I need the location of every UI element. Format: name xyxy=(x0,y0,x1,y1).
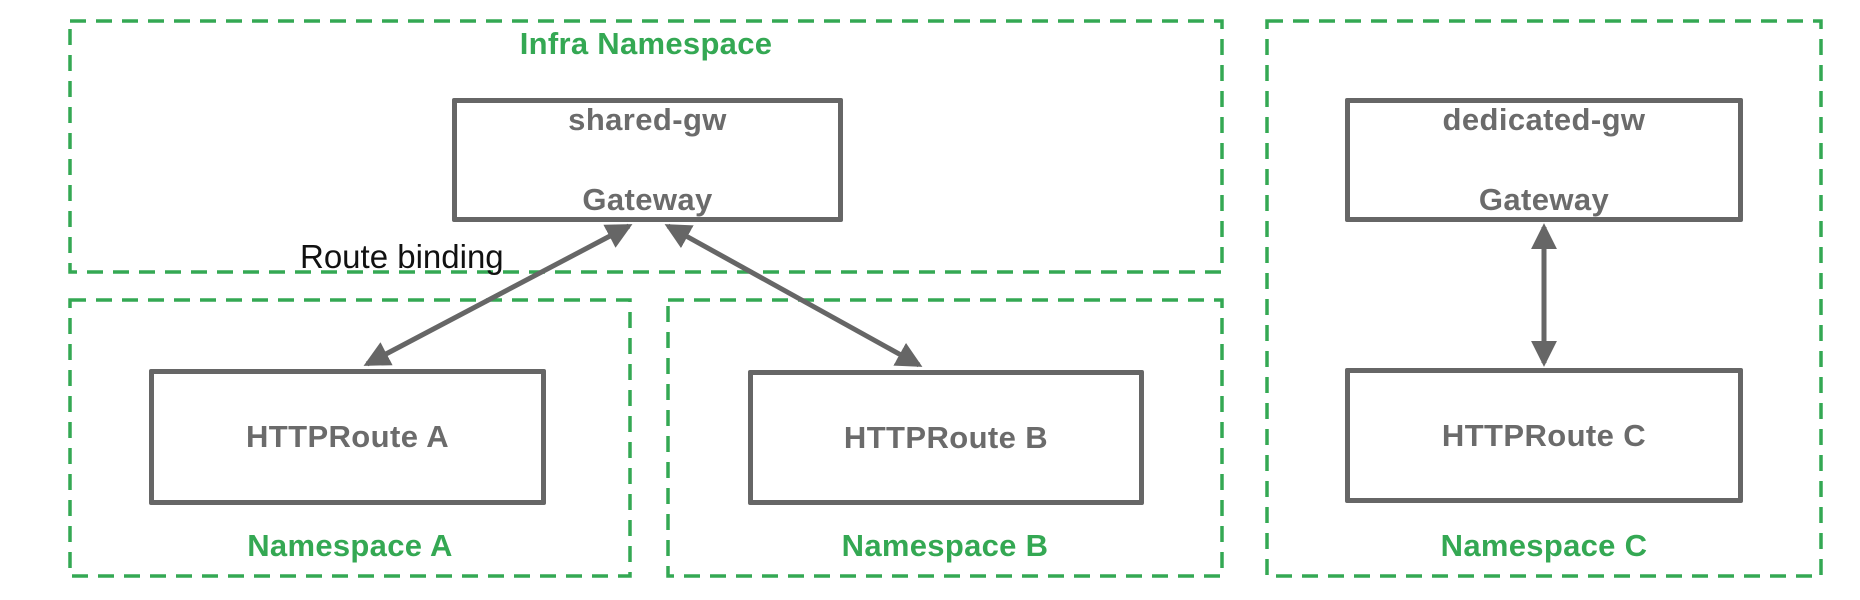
node-httproute-c: HTTPRoute C xyxy=(1345,368,1743,503)
namespace-a-border xyxy=(68,298,632,578)
edge-shared-gw-to-httproute-b xyxy=(664,223,923,368)
node-httproute-b: HTTPRoute B xyxy=(748,370,1144,505)
node-dedicated-gw-gateway-label: dedicated-gw Gateway xyxy=(1443,60,1646,260)
namespace-b-title: Namespace B xyxy=(841,528,1049,563)
edge-shared-gw-to-httproute-a xyxy=(363,223,633,367)
node-dedicated-gw-gateway: dedicated-gw Gateway xyxy=(1345,98,1743,222)
namespace-c-title: Namespace C xyxy=(1440,528,1648,563)
node-shared-gw-gateway-label: shared-gw Gateway xyxy=(568,60,727,260)
node-httproute-c-label: HTTPRoute C xyxy=(1441,417,1647,453)
node-shared-gw-gateway: shared-gw Gateway xyxy=(452,98,843,222)
namespace-a-title: Namespace A xyxy=(247,528,453,563)
node-dedicated-gw-line2: Gateway xyxy=(1478,182,1610,217)
node-httproute-b-label: HTTPRoute B xyxy=(843,419,1049,455)
namespace-c-border xyxy=(1265,19,1823,578)
namespace-infra-border xyxy=(68,19,1224,274)
node-shared-gw-line1: shared-gw xyxy=(568,102,727,137)
route-binding-label: Route binding xyxy=(300,238,504,275)
node-dedicated-gw-line1: dedicated-gw xyxy=(1442,102,1646,137)
namespace-infra-title: Infra Namespace xyxy=(519,26,773,61)
node-httproute-a: HTTPRoute A xyxy=(149,369,546,505)
node-shared-gw-line2: Gateway xyxy=(582,182,713,217)
node-httproute-a-label: HTTPRoute A xyxy=(245,419,449,454)
namespace-b-border xyxy=(666,298,1224,578)
